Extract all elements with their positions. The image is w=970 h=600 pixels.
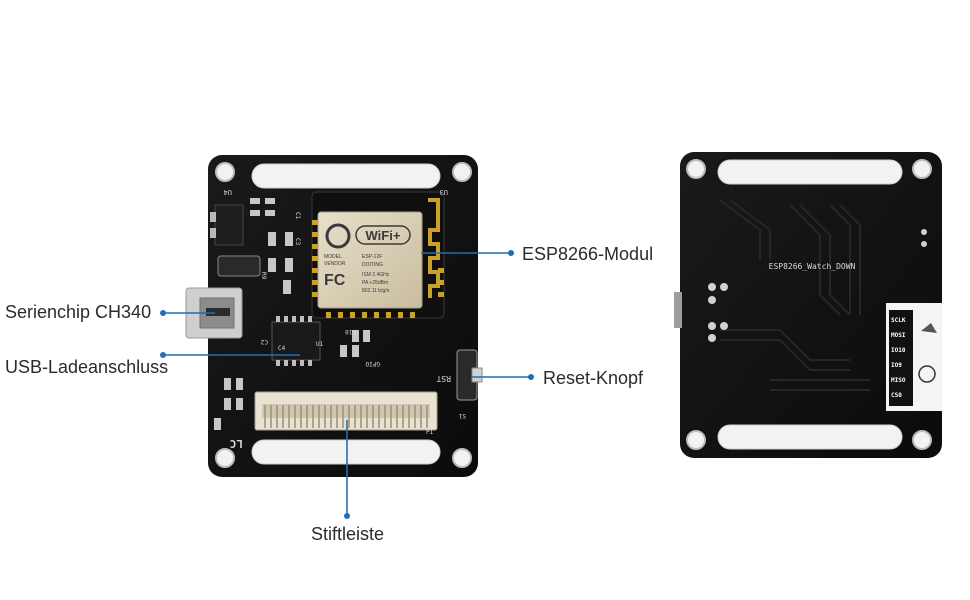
crystal	[217, 255, 261, 277]
callout-esp-module: ESP8266-Modul	[522, 244, 654, 264]
silk-r10: R10	[345, 328, 356, 335]
front-bottom-slot	[251, 439, 441, 465]
module-line-4: PA +25dBm	[362, 280, 388, 286]
esd-warning-icon	[921, 323, 937, 333]
back-pin-label: MISO	[891, 377, 906, 384]
module-model-text: MODEL	[324, 254, 342, 260]
callout-reset-button: Reset-Knopf	[543, 368, 644, 388]
silk-brand: LC	[230, 437, 243, 450]
back-pin-label: CS0	[891, 392, 902, 399]
module-vendor-text: VENDOR	[324, 261, 346, 267]
silk-c2: C2	[260, 338, 268, 345]
callout-lines	[160, 250, 534, 519]
callout-pin-header: Stiftleiste	[311, 524, 385, 544]
callout-dot-esp-module	[508, 250, 514, 256]
front-mount-hole	[452, 162, 472, 182]
callout-dot-reset-button	[528, 374, 534, 380]
callout-dot-serial-chip	[160, 310, 166, 316]
callout-serial-chip: Serienchip CH340	[5, 302, 152, 322]
ch340-chip	[271, 321, 321, 361]
module-line-3: ISM 2.4GHz	[362, 272, 390, 278]
front-mount-hole	[215, 162, 235, 182]
back-mount-hole	[686, 159, 706, 179]
silk-gpio: GPIO	[365, 360, 380, 367]
silk-p1: P1	[426, 429, 434, 436]
module-wifi-text: WiFi+	[366, 228, 401, 243]
module-line-1: ESP-12F	[362, 254, 382, 260]
front-mount-hole	[452, 448, 472, 468]
back-pin-label-strip	[889, 310, 913, 406]
passive-components	[214, 198, 370, 430]
pin-header-pins	[264, 405, 428, 428]
module-line-5: 802.11 b/g/n	[362, 288, 390, 294]
silk-u3: U3	[440, 188, 448, 196]
back-traces	[719, 199, 870, 391]
back-pin-label: SCLK	[891, 317, 906, 324]
back-pcb	[680, 152, 942, 458]
callout-usb-port: USB-Ladeanschluss	[5, 357, 169, 377]
silk-c4: C4	[278, 345, 286, 352]
module-line-2: DOITING	[362, 262, 383, 268]
back-bottom-slot	[717, 424, 903, 450]
callout-dot-usb-port	[160, 352, 166, 358]
front-board: WiFi+ MODEL VENDOR FC ESP-12F DOITING IS…	[185, 155, 483, 477]
module-logo-icon	[325, 223, 351, 249]
back-pin-label: MOSI	[891, 332, 906, 339]
back-pin-label: IO9	[891, 362, 902, 369]
silk-s1: S1	[458, 412, 466, 419]
silk-r9: R9	[260, 272, 267, 280]
silk-u4: U4	[224, 188, 232, 196]
antenna-trace	[428, 198, 440, 298]
silk-c3: C3	[294, 238, 301, 246]
back-vias	[708, 229, 927, 342]
front-mount-hole	[215, 448, 235, 468]
recycle-icon	[918, 365, 936, 383]
back-mount-hole	[912, 159, 932, 179]
back-board-title: ESP8266_Watch_DOWN	[769, 262, 856, 271]
silk-u1: U1	[316, 341, 324, 348]
back-mount-hole	[686, 430, 706, 450]
silk-c1: C1	[294, 212, 301, 220]
u4-regulator	[214, 204, 244, 246]
back-top-slot	[717, 159, 903, 185]
silk-rst: RST	[436, 374, 451, 383]
back-pin-label: IO10	[891, 347, 906, 354]
module-fc-mark: FC	[324, 272, 346, 289]
back-mount-hole	[912, 430, 932, 450]
callout-dot-pin-header	[344, 513, 350, 519]
front-top-slot	[251, 163, 441, 189]
